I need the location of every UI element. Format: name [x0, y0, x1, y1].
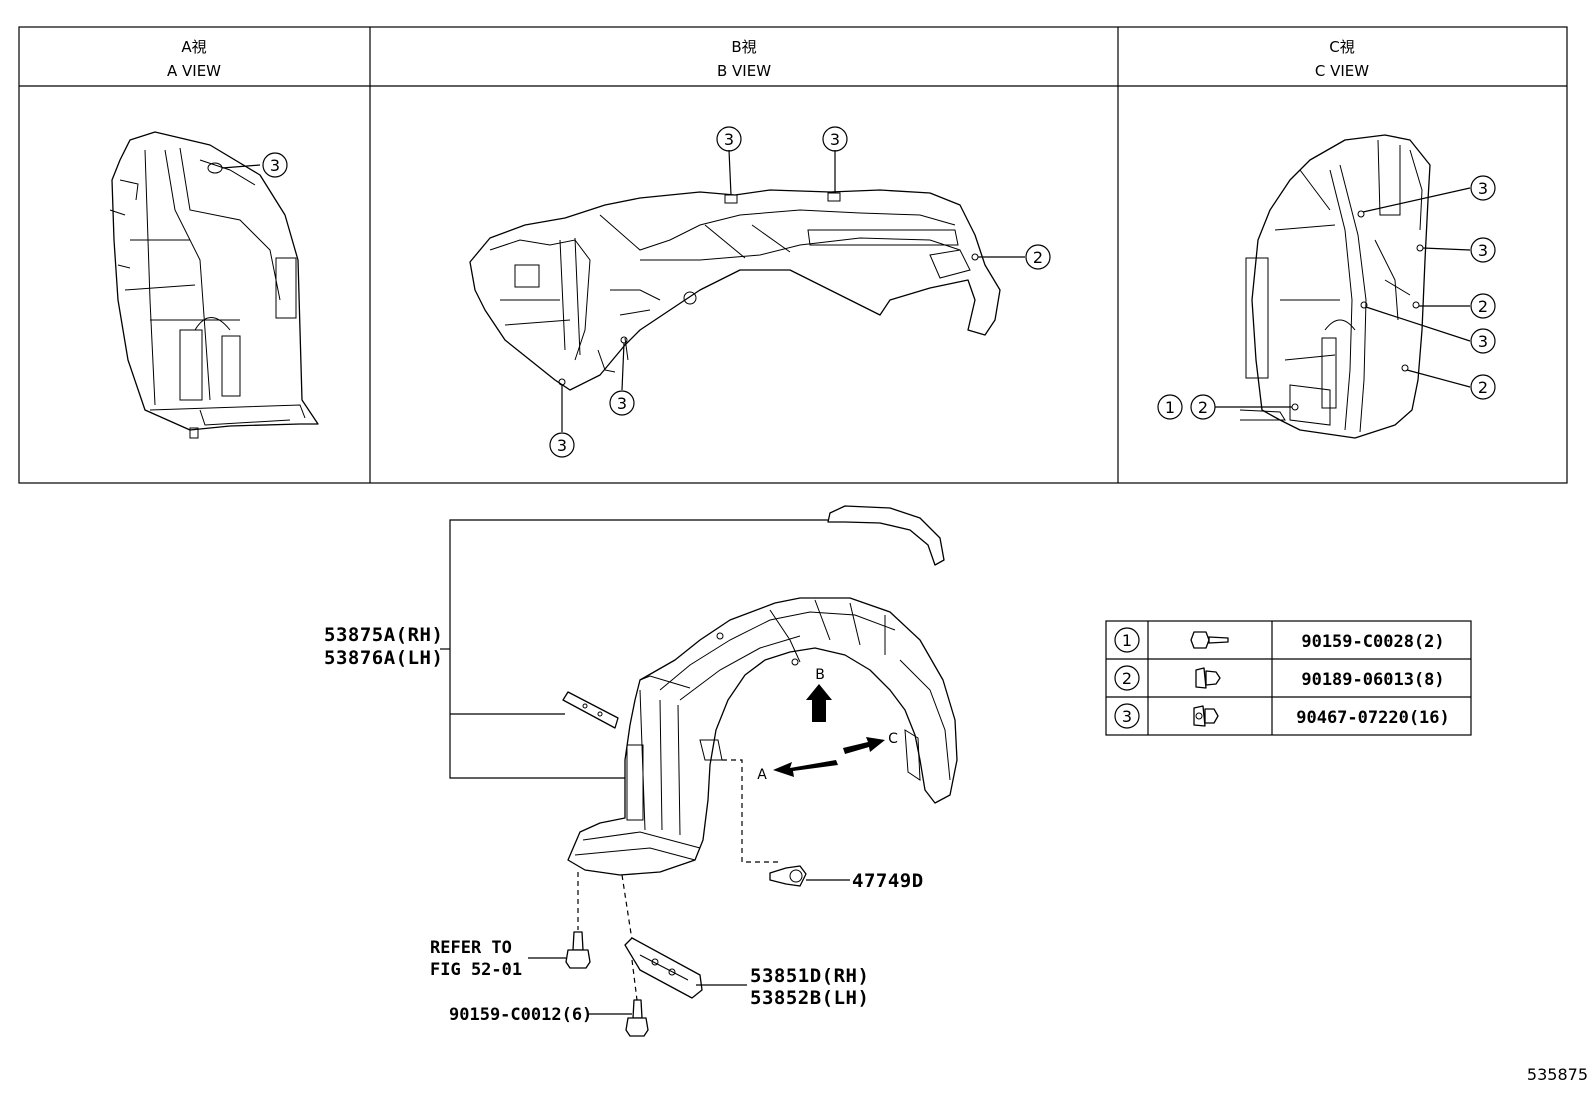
- c-view-callout-2-b: 2: [1470, 374, 1496, 400]
- figure-number: 535875: [1527, 1065, 1588, 1084]
- c-view-callout-3-c: 3: [1470, 328, 1496, 354]
- legend-mark: 1: [1122, 631, 1132, 650]
- screw-90159-c0012: 90159-C0012(6): [449, 959, 649, 1037]
- a-view-callout-3: 3: [262, 152, 288, 178]
- clip-47749d: 47749D: [722, 759, 924, 892]
- callout-number: 2: [1478, 297, 1488, 316]
- bracket-rh-part-number: 53851D(RH): [750, 965, 869, 987]
- liner-rh-part-number: 53875A(RH): [324, 624, 443, 646]
- legend-row-3: 3 90467-07220(16): [1114, 703, 1450, 729]
- liner-lh-part-number: 53876A(LH): [324, 647, 443, 669]
- small-strap: [562, 691, 619, 729]
- c-view-callout-1: 1: [1157, 394, 1183, 420]
- lower-bracket: 53851D(RH) 53852B(LH): [621, 874, 869, 1009]
- c-view-callout-3-a: 3: [1470, 175, 1496, 201]
- refer-to-label: REFER TO: [430, 938, 512, 958]
- refer-fig-label: FIG 52-01: [430, 960, 522, 980]
- callout-number: 3: [724, 130, 734, 149]
- b-view-callout-3-a: 3: [716, 126, 742, 152]
- arrow-b-label: B: [815, 667, 825, 683]
- screw-part-number: 90159-C0012(6): [449, 1005, 592, 1025]
- callout-number: 2: [1033, 248, 1043, 267]
- legend-mark: 2: [1122, 669, 1132, 688]
- c-view-callout-3-b: 3: [1470, 237, 1496, 263]
- flange-bolt-icon: [1190, 631, 1229, 649]
- arrow-a: A: [757, 760, 838, 783]
- callout-number: 3: [830, 130, 840, 149]
- fastener-legend-table: [1105, 620, 1472, 736]
- c-view-title-en: C VIEW: [1315, 62, 1369, 80]
- bolt-refer-fig: REFER TO FIG 52-01: [430, 872, 591, 980]
- a-view-title-en: A VIEW: [167, 62, 221, 80]
- legend-mark: 3: [1122, 707, 1132, 726]
- legend-part-number: 90189-06013(8): [1301, 670, 1444, 690]
- arrow-c: C: [843, 731, 898, 754]
- b-view-drawing: [469, 149, 1025, 432]
- callout-number: 3: [617, 394, 627, 413]
- push-clip-icon: [1195, 667, 1221, 689]
- view-table: [18, 26, 1568, 484]
- a-view-drawing: [109, 131, 319, 439]
- b-view-callout-3-c: 3: [609, 390, 635, 416]
- callout-number: 3: [1478, 332, 1488, 351]
- callout-number: 3: [270, 156, 280, 175]
- b-view-title-jp: B視: [731, 38, 756, 56]
- legend-row-2: 2 90189-06013(8): [1114, 665, 1445, 691]
- callout-number: 3: [1478, 179, 1488, 198]
- legend-part-number: 90467-07220(16): [1296, 708, 1450, 728]
- c-view-callout-2-c: 2: [1190, 394, 1216, 420]
- clip-part-number: 47749D: [852, 870, 924, 892]
- callout-number: 3: [557, 436, 567, 455]
- arrow-b: B: [806, 667, 832, 722]
- bracket-lh-part-number: 53852B(LH): [750, 987, 869, 1009]
- b-view-callout-3-b: 3: [822, 126, 848, 152]
- liner-bracket-lines: [440, 519, 832, 779]
- b-view-callout-3-d: 3: [549, 432, 575, 458]
- legend-part-number: 90159-C0028(2): [1301, 632, 1444, 652]
- callout-number: 1: [1165, 398, 1175, 417]
- a-view-title-jp: A視: [181, 38, 206, 56]
- callout-number: 2: [1198, 398, 1208, 417]
- b-view-title-en: B VIEW: [717, 62, 771, 80]
- callout-number: 3: [1478, 241, 1488, 260]
- legend-row-1: 1 90159-C0028(2): [1114, 627, 1445, 653]
- seal-strip: [827, 505, 945, 566]
- c-view-drawing: [1215, 134, 1471, 439]
- b-view-callout-2: 2: [1025, 244, 1051, 270]
- arrow-a-label: A: [757, 767, 767, 783]
- grommet-clip-icon: [1193, 705, 1219, 727]
- callout-number: 2: [1478, 378, 1488, 397]
- arrow-c-label: C: [888, 731, 898, 747]
- fender-liner: [567, 597, 958, 876]
- c-view-title-jp: C視: [1329, 38, 1354, 56]
- c-view-callout-2-a: 2: [1470, 293, 1496, 319]
